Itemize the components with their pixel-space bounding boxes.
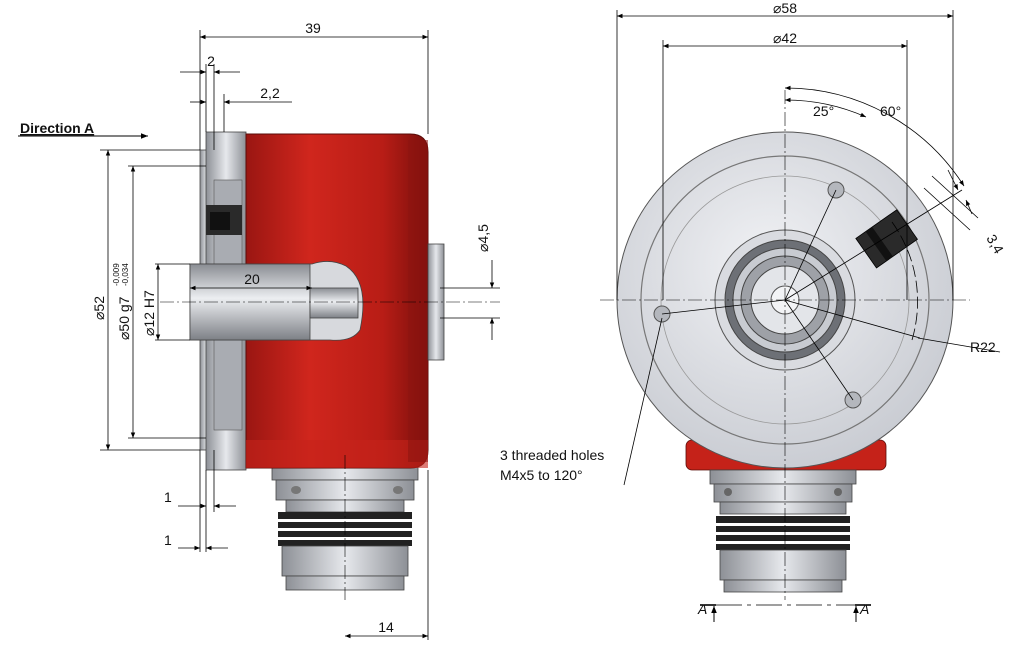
dim-tolerance-lower: -0,034: [121, 263, 130, 286]
diameter-symbol: ⌀: [773, 0, 781, 16]
holes-note-line2: M4x5 to 120°: [500, 467, 583, 483]
dim-total-length: 39: [305, 20, 321, 36]
dim-connector-length: 14: [378, 619, 394, 635]
dim-step: 2,2: [260, 85, 280, 101]
dim-diameter-52-value: 52: [91, 296, 107, 312]
dim-diameter-50: ⌀50 g7: [116, 296, 132, 340]
front-view: 25° 60° R22 3,4 ⌀58 ⌀42 3 threaded holes…: [500, 0, 1007, 622]
dim-diameter-52: ⌀52: [91, 296, 107, 320]
dim-tolerance-upper: -0,009: [112, 263, 121, 286]
dim-inner-diameter: ⌀42: [773, 30, 797, 46]
direction-a-label: Direction A: [20, 120, 94, 136]
dim-angle-60: 60°: [880, 103, 901, 119]
side-hollow-shaft: [189, 261, 364, 341]
dim-bore: ⌀12 H7: [141, 290, 157, 336]
dim-bore-value: 12 H7: [141, 290, 157, 328]
dim-slot-width: 3,4: [983, 232, 1007, 257]
dim-gap-1b: 1: [164, 532, 172, 548]
side-view: 39 2 2,2 Direction A ⌀52 ⌀50 g7 -0,009 -…: [18, 20, 500, 640]
diameter-symbol: ⌀: [116, 332, 132, 340]
dim-radius: R22: [970, 339, 996, 355]
dim-gap-1a: 1: [164, 489, 172, 505]
dim-outer-diameter: ⌀58: [773, 0, 797, 16]
dim-inner-diameter-value: 42: [781, 30, 797, 46]
diameter-symbol: ⌀: [773, 30, 781, 46]
section-marker-left: A: [697, 601, 707, 617]
dim-bore-depth: 20: [244, 271, 260, 287]
dim-flange-width: 2: [207, 53, 215, 69]
dim-diameter-50-value: 50 g7: [116, 296, 132, 331]
diameter-symbol: ⌀: [91, 312, 107, 320]
dim-angle-25: 25°: [813, 103, 834, 119]
dim-outer-diameter-value: 58: [781, 0, 797, 16]
section-marker-right: A: [859, 601, 869, 617]
dim-pin-diameter-value: 4,5: [475, 224, 491, 244]
diameter-symbol: ⌀: [141, 328, 157, 336]
dim-pin-diameter: ⌀4,5: [475, 224, 491, 252]
diameter-symbol: ⌀: [475, 244, 491, 252]
holes-note-line1: 3 threaded holes: [500, 447, 604, 463]
